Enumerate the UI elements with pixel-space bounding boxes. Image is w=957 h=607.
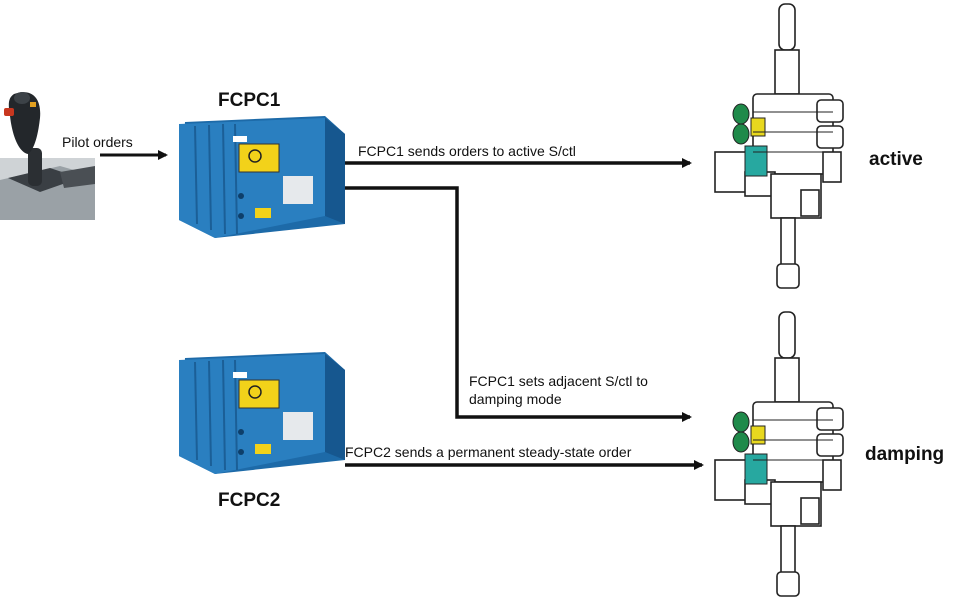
pilot-orders-label: Pilot orders [62,134,133,150]
damping-label: damping [865,444,945,465]
fcpc2-title: FCPC2 [218,490,281,511]
fcpc2-computer [175,352,347,485]
arrow-fcpc1-to-damping [345,186,692,422]
active-actuator [705,2,855,299]
fcpc1-title: FCPC1 [218,90,281,111]
fcpc2-order-label: FCPC2 sends a permanent steady-state ord… [345,444,632,460]
fcpc1-sets-damping-label: FCPC1 sets adjacent S/ctl to damping mod… [469,373,648,407]
active-label: active [869,149,923,170]
damping-actuator [705,310,855,607]
fcpc1-computer [175,116,347,249]
fcpc1-to-active-label: FCPC1 sends orders to active S/ctl [358,143,576,159]
joystick-icon [0,92,95,220]
